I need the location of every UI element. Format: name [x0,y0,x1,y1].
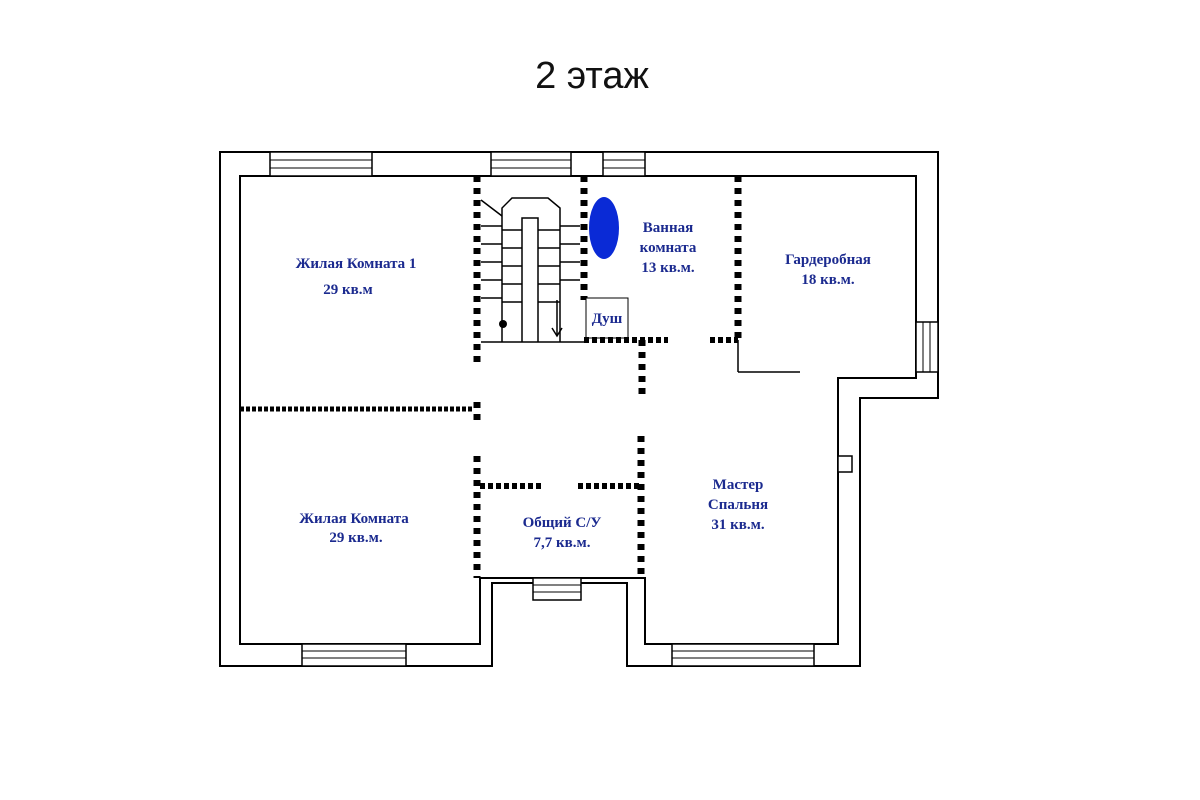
room-living-2-area: 29 кв.м. [329,530,382,546]
room-wardrobe-area: 18 кв.м. [801,272,854,288]
window-top-bath [602,151,646,177]
window-bottom-wc [532,577,582,601]
window-right-wardrobe [915,321,939,373]
room-bathroom: Ванная комната 13 кв.м. [640,220,697,276]
room-shared-wc-area: 7,7 кв.м. [534,535,591,551]
floor-title: 2 этаж [535,55,649,97]
room-living-2-name: Жилая Комната [299,511,409,527]
room-master-area: 31 кв.м. [711,517,764,533]
room-living-2: Жилая Комната 29 кв.м. [299,511,409,546]
window-top-left [269,151,373,177]
stair-start-dot [499,320,507,328]
room-bathroom-name-1: Ванная [643,220,693,236]
room-wardrobe-name: Гардеробная [785,252,871,268]
room-wardrobe: Гардеробная 18 кв.м. [785,252,871,288]
room-living-1-name: Жилая Комната 1 [296,256,417,272]
room-living-1-area: 29 кв.м [323,282,372,298]
room-living-1: Жилая Комната 1 29 кв.м [296,256,417,298]
room-master-name-1: Мастер [713,477,764,493]
room-bathroom-name-2: комната [640,240,697,256]
bathtub-icon [589,197,619,259]
room-shared-wc: Общий С/У 7,7 кв.м. [523,515,602,551]
shower-box [585,297,629,339]
room-master-name-2: Спальня [708,497,768,513]
room-shared-wc-name: Общий С/У [523,515,602,531]
room-master-bedroom: Мастер Спальня 31 кв.м. [708,477,768,533]
inner-wall [239,175,917,645]
staircase [480,197,584,343]
room-bathroom-area: 13 кв.м. [641,260,694,276]
shower-label: Душ [592,311,623,327]
window-bottom-left [301,643,407,667]
window-top-stairs [490,151,572,177]
window-right-master [837,455,853,473]
window-bottom-master [671,643,815,667]
